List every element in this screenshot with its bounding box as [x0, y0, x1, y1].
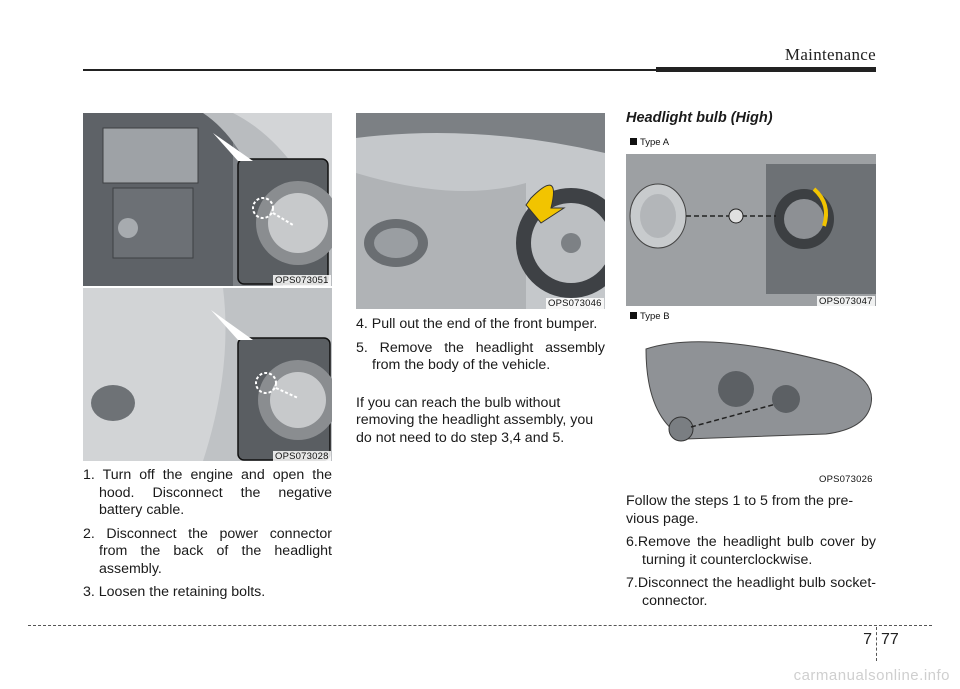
column3-steps: Follow the steps 1 to 5 from the pre- vi…: [626, 493, 876, 616]
step-item: 5. Remove the headlight assembly from th…: [356, 339, 605, 374]
headlight-type-b-illustration: [626, 309, 876, 485]
type-label: Type A: [630, 137, 669, 148]
intro-paragraph: Follow the steps 1 to 5 from the pre- vi…: [626, 493, 854, 527]
figure-bumper-pull: [356, 113, 605, 309]
page-header-title: Maintenance: [784, 45, 876, 64]
note-paragraph: If you can reach the bulb without removi…: [356, 394, 594, 446]
column2-steps: 4. Pull out the end of the front bumper.…: [356, 316, 605, 461]
step-item: 3. Loosen the retaining bolts.: [83, 584, 266, 600]
header-rule-accent: [656, 67, 876, 72]
figure-caption: OPS073046: [546, 298, 604, 309]
headlight-type-a-illustration: [626, 134, 876, 306]
figure-caption: OPS073026: [817, 474, 875, 485]
figure-caption: OPS073051: [273, 275, 331, 286]
type-label-text: Type A: [640, 137, 670, 148]
footer-divider: [876, 627, 877, 661]
bumper-illustration: [356, 113, 605, 309]
type-label-text: Type B: [640, 311, 670, 322]
column1-steps: 1. Turn off the engine and open the hood…: [83, 467, 332, 608]
header-rule: [83, 69, 876, 71]
step-item: 6.Remove the headlight bulb cover by tur…: [626, 534, 876, 568]
figure-caption: OPS073028: [273, 451, 331, 462]
square-bullet-icon: [630, 138, 637, 145]
step-item: 4. Pull out the end of the front bumper.: [356, 316, 598, 332]
front-wheel-illustration: [83, 288, 332, 461]
figure-front-wheel: [83, 288, 332, 461]
type-label: Type B: [630, 311, 670, 322]
chapter-number: 7: [863, 631, 872, 648]
square-bullet-icon: [630, 312, 637, 319]
figure-headlight-type-a: [626, 134, 876, 306]
page-number: 77: [881, 631, 899, 648]
figure-headlight-type-b: [626, 309, 876, 485]
step-item: 1. Turn off the engine and open the hood…: [83, 467, 332, 518]
footer-rule: [28, 625, 932, 626]
figure-caption: OPS073047: [817, 296, 875, 307]
watermark-site: carmanualsonline.info: [793, 667, 950, 684]
figure-engine-bay: [83, 113, 332, 286]
step-item: 2. Disconnect the power connector from t…: [83, 525, 332, 577]
engine-bay-illustration: [83, 113, 332, 286]
section-heading: Headlight bulb (High): [626, 110, 773, 126]
step-item: 7.Disconnect the headlight bulb socket-c…: [626, 575, 876, 609]
